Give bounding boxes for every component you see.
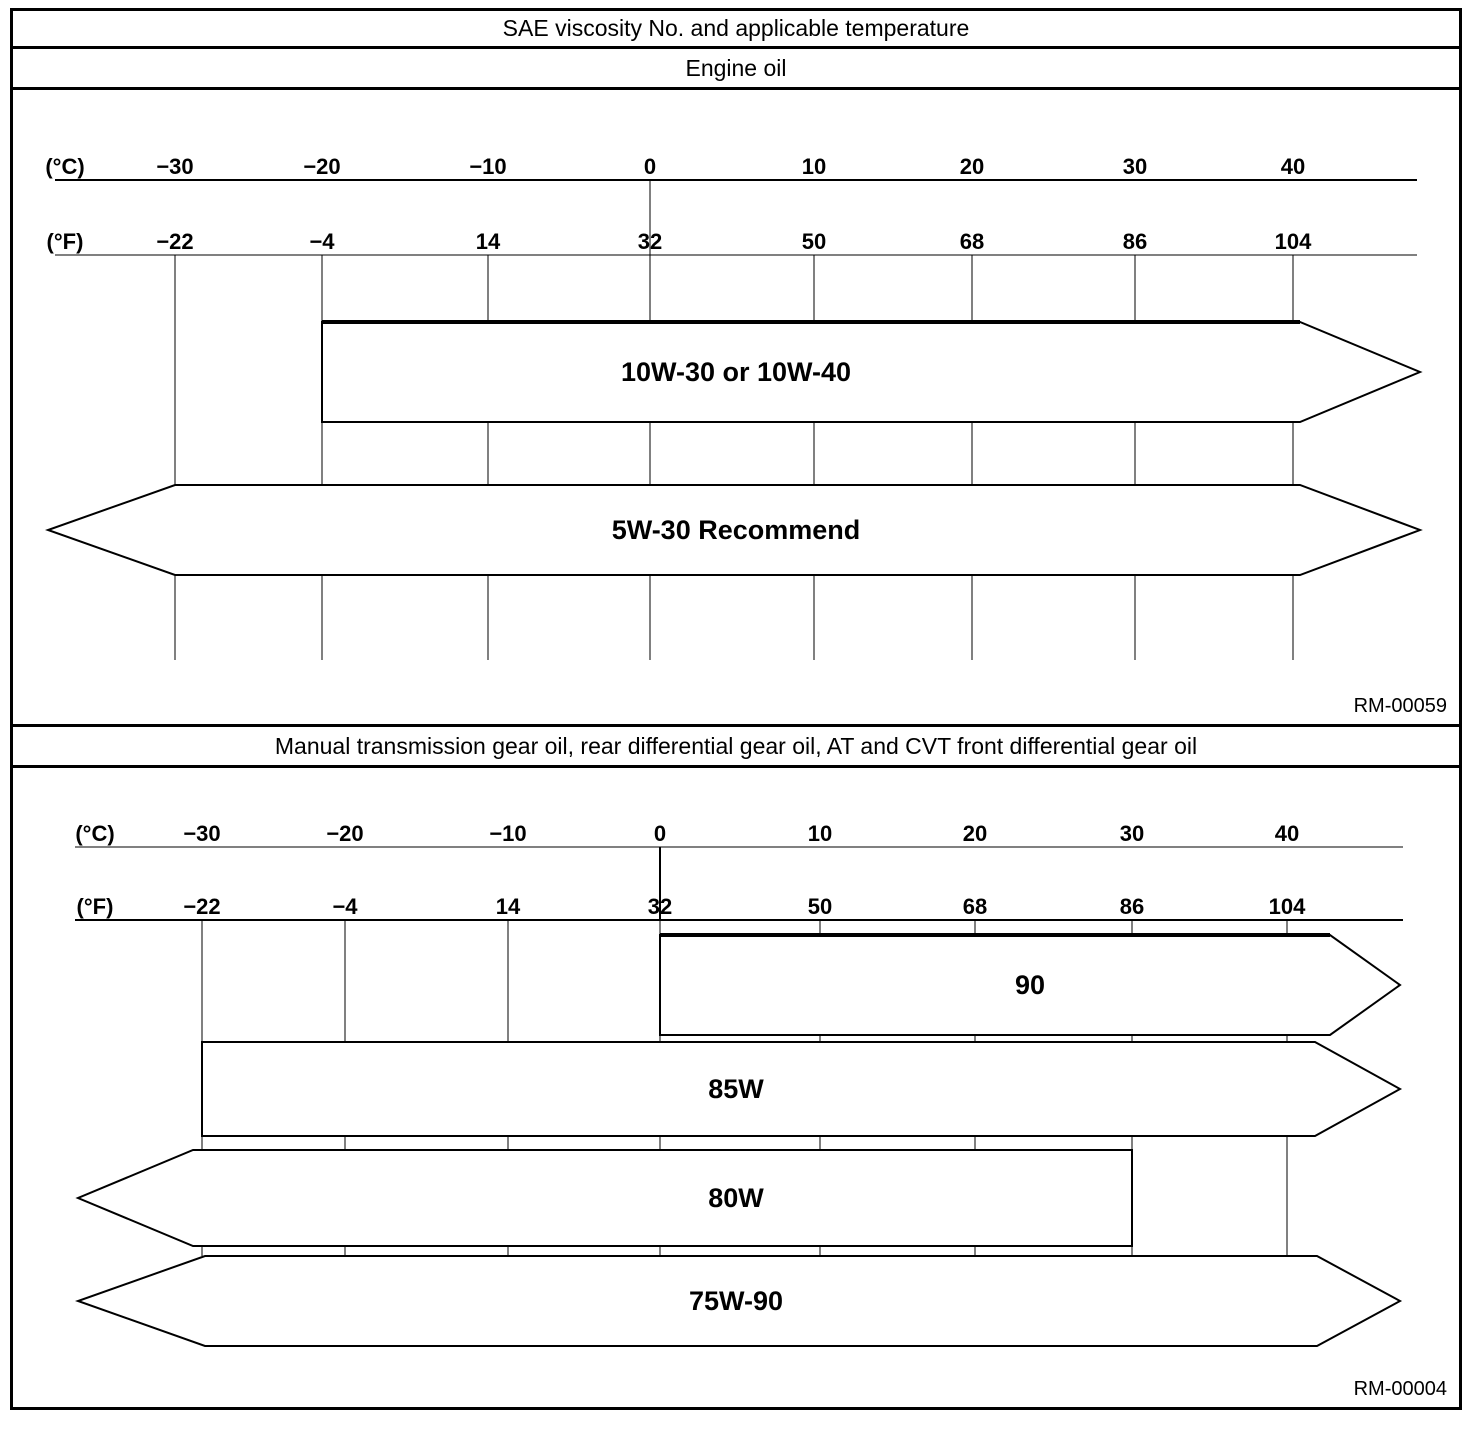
celsius-tick: 10: [808, 821, 832, 846]
celsius-tick: 0: [644, 154, 656, 179]
fahrenheit-tick: 104: [1269, 894, 1306, 919]
fahrenheit-tick: 86: [1123, 229, 1147, 254]
engine-temperature-gridlines: [174, 255, 1294, 660]
fahrenheit-tick: 14: [476, 229, 501, 254]
band-75w90-label: 75W-90: [689, 1286, 783, 1316]
engine-fahrenheit-unit-label: (°F): [47, 229, 84, 254]
engine-oil-chart-panel: (°C) −30 −20 −10 0 10 20 30 40 (°F) −22 …: [13, 90, 1459, 727]
celsius-tick: 20: [963, 821, 987, 846]
engine-oil-header: Engine oil: [685, 54, 787, 81]
celsius-tick: 30: [1120, 821, 1144, 846]
figure-title-row: SAE viscosity No. and applicable tempera…: [13, 11, 1459, 49]
celsius-tick: 30: [1123, 154, 1147, 179]
fahrenheit-tick: −4: [309, 229, 335, 254]
engine-celsius-tick-labels: −30 −20 −10 0 10 20 30 40: [156, 154, 1305, 179]
fahrenheit-tick: 104: [1275, 229, 1312, 254]
fahrenheit-tick: −22: [156, 229, 193, 254]
fahrenheit-tick: 68: [963, 894, 987, 919]
gear-fahrenheit-unit-label: (°F): [77, 894, 114, 919]
engine-oil-header-row: Engine oil: [13, 49, 1459, 90]
fahrenheit-tick: 50: [808, 894, 832, 919]
gear-fahrenheit-tick-labels: −22 −4 14 32 50 68 86 104: [183, 894, 1306, 919]
fahrenheit-tick: 32: [648, 894, 672, 919]
band-90-label: 90: [1015, 970, 1045, 1000]
figure-title: SAE viscosity No. and applicable tempera…: [502, 15, 970, 41]
fahrenheit-tick: 14: [496, 894, 521, 919]
celsius-tick: 10: [802, 154, 826, 179]
celsius-tick: −10: [469, 154, 506, 179]
band-10w30-10w40-shape: [321, 321, 1423, 423]
gear-oil-chart: (°C) −30 −20 −10 0 10 20 30 40 (°F) −22 …: [75, 821, 1447, 1400]
band-80w-label: 80W: [708, 1183, 764, 1213]
figure-frame: SAE viscosity No. and applicable tempera…: [10, 8, 1462, 1410]
engine-oil-chart: (°C) −30 −20 −10 0 10 20 30 40 (°F) −22 …: [45, 154, 1447, 717]
celsius-tick: 20: [960, 154, 984, 179]
gear-celsius-unit-label: (°C): [75, 821, 114, 846]
figure-code-rm00004: RM-00004: [1354, 1378, 1447, 1400]
gear-celsius-tick-labels: −30 −20 −10 0 10 20 30 40: [183, 821, 1299, 846]
figure-code-rm00059: RM-00059: [1354, 695, 1447, 717]
celsius-tick: −10: [489, 821, 526, 846]
fahrenheit-tick: 86: [1120, 894, 1144, 919]
gear-oil-header: Manual transmission gear oil, rear diffe…: [274, 732, 1198, 759]
fahrenheit-tick: 68: [960, 229, 984, 254]
celsius-tick: −20: [303, 154, 340, 179]
band-5w30-recommend-label: 5W-30 Recommend: [612, 515, 861, 545]
celsius-tick: −30: [183, 821, 220, 846]
band-5w30-recommend-shape: [45, 484, 1423, 576]
fahrenheit-tick: 32: [638, 229, 662, 254]
band-75w90-shape: [75, 1255, 1403, 1347]
celsius-tick: 40: [1281, 154, 1305, 179]
band-10w30-10w40-label: 10W-30 or 10W-40: [621, 357, 851, 387]
band-80w-shape: [75, 1149, 1133, 1247]
fahrenheit-tick: 50: [802, 229, 826, 254]
band-85w-shape: [201, 1041, 1403, 1137]
fahrenheit-tick: −4: [332, 894, 358, 919]
gear-oil-header-row: Manual transmission gear oil, rear diffe…: [13, 727, 1459, 768]
fahrenheit-tick: −22: [183, 894, 220, 919]
celsius-tick: −30: [156, 154, 193, 179]
celsius-tick: 40: [1275, 821, 1299, 846]
gear-oil-chart-panel: (°C) −30 −20 −10 0 10 20 30 40 (°F) −22 …: [13, 768, 1459, 1407]
engine-celsius-unit-label: (°C): [45, 154, 84, 179]
band-85w-label: 85W: [708, 1074, 764, 1104]
celsius-tick: 0: [654, 821, 666, 846]
celsius-tick: −20: [326, 821, 363, 846]
engine-fahrenheit-tick-labels: −22 −4 14 32 50 68 86 104: [156, 229, 1312, 254]
